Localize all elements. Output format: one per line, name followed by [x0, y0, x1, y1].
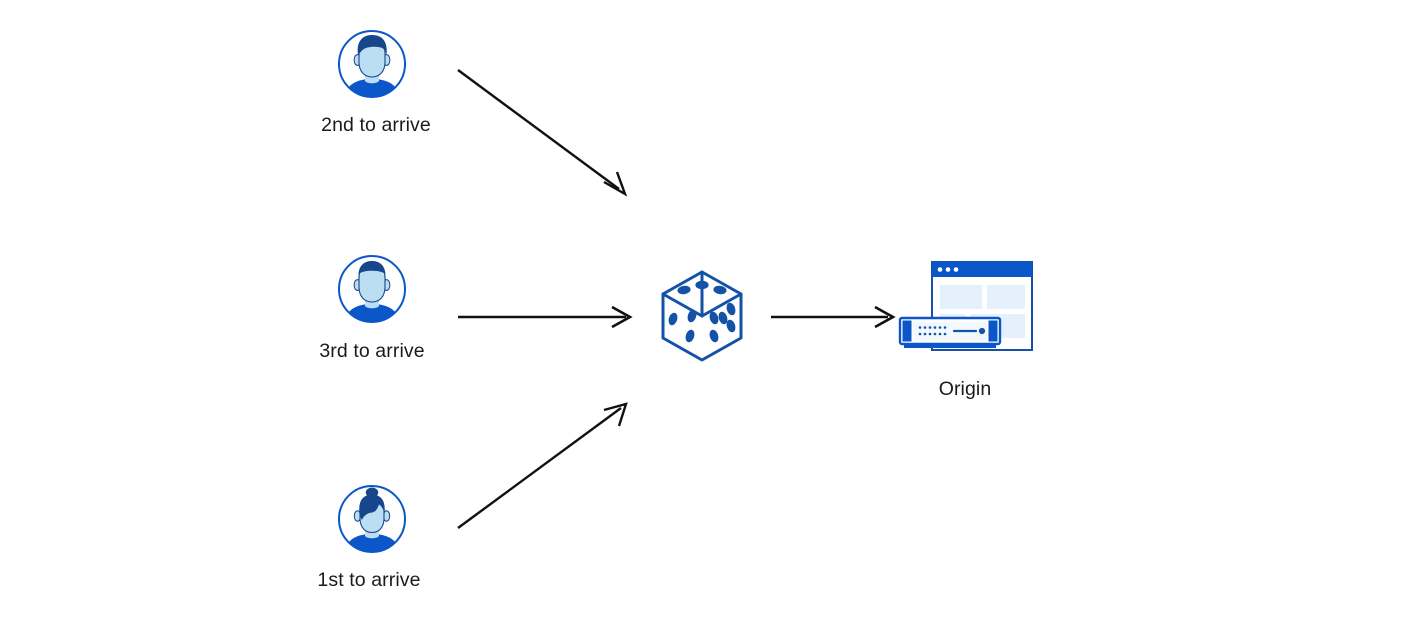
- server-appliance: [898, 316, 1002, 348]
- client-2-label: 2nd to arrive: [321, 114, 431, 136]
- user-avatar-icon[interactable]: [337, 29, 407, 99]
- dice-top-pips: [677, 280, 727, 295]
- user-avatar-icon[interactable]: [337, 254, 407, 324]
- user-avatar-icon[interactable]: [337, 484, 407, 554]
- dice-right-pips: [709, 302, 736, 343]
- client-1-label: 1st to arrive: [317, 569, 421, 591]
- client-3-label: 3rd to arrive: [319, 340, 425, 362]
- edge-client2-dice: [457, 69, 628, 197]
- origin-label: Origin: [938, 378, 992, 400]
- server-led-grid: [918, 326, 947, 336]
- edge-client3-dice: [458, 305, 633, 329]
- edge-client1-dice: [457, 402, 628, 529]
- dice-left-pips: [668, 309, 697, 343]
- origin-server-icon[interactable]: [896, 258, 1036, 368]
- dice-icon[interactable]: [659, 268, 745, 364]
- edge-dice-origin: [771, 305, 896, 329]
